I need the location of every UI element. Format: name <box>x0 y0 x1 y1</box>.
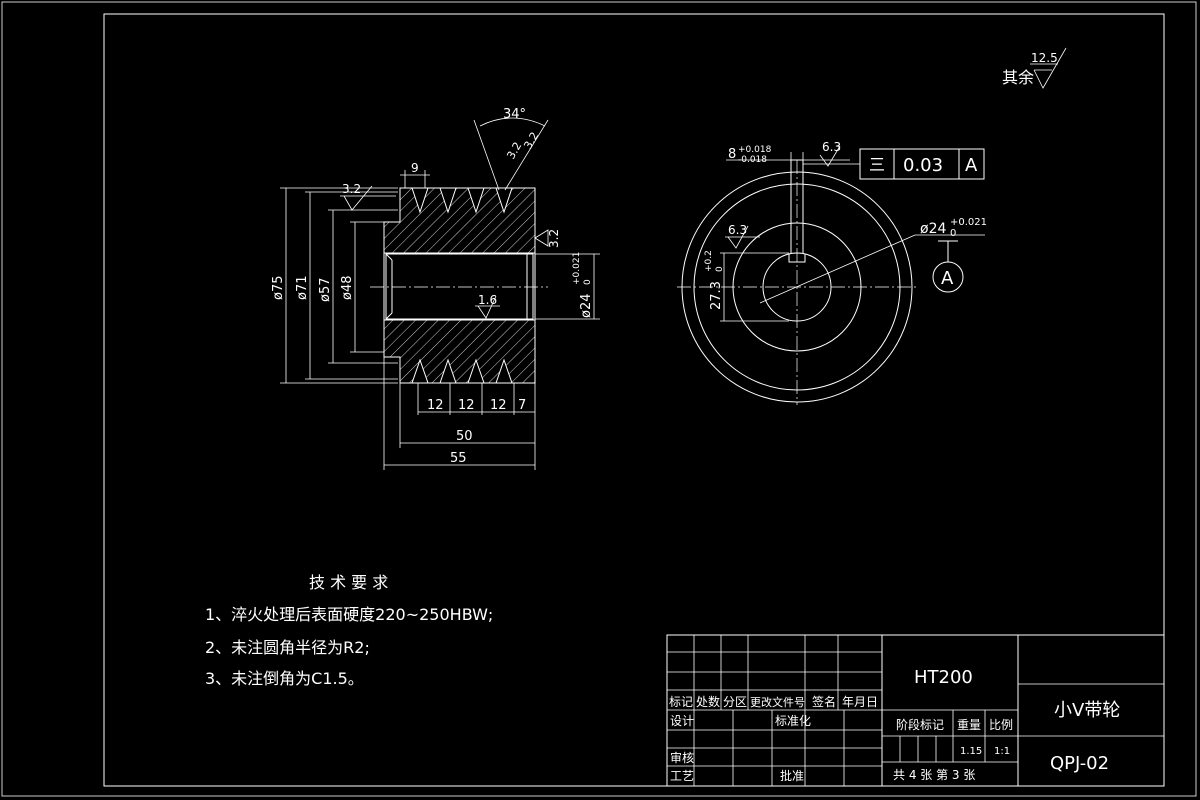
bore-cavity <box>385 253 534 320</box>
rev-header-4: 更改文件号 <box>750 695 805 709</box>
bore-dia-label: ø24 <box>579 294 594 319</box>
datum-letter: A <box>941 268 954 289</box>
tb-process: 工艺 <box>670 769 694 783</box>
dia75-label: ø75 <box>271 276 286 301</box>
tb-material: HT200 <box>914 667 973 688</box>
key-depth-label: 27.3 <box>709 281 724 310</box>
right-rough-label: 3.2 <box>547 229 561 248</box>
inner-frame <box>103 13 1165 787</box>
len55-label: 55 <box>450 451 467 466</box>
rev-header-2: 处数 <box>696 694 720 709</box>
groove-angle-line-a <box>473 119 500 191</box>
general-roughness-note: 其余 12.5 <box>1002 47 1067 89</box>
groove-angle-label: 34° <box>503 107 526 122</box>
rev-header-1: 标记 <box>669 695 693 709</box>
tb-standardize: 标准化 <box>775 714 811 728</box>
groove-angle-line-b <box>504 119 549 191</box>
inner-rough-symbol <box>727 225 749 249</box>
bore-chamfer-left <box>385 253 393 261</box>
pitch-2-label: 12 <box>458 398 475 413</box>
bore-rough-label: 1.6 <box>478 293 497 307</box>
datum-circle <box>932 261 964 293</box>
groove-roughness-b: 3.2 <box>521 130 541 152</box>
top-width-label: 9 <box>411 161 419 175</box>
general-roughness-value: 12.5 <box>1031 51 1058 65</box>
tb-scale-label: 比例 <box>989 718 1013 732</box>
bore-chamfer-left-c <box>385 312 393 320</box>
end-view: 8 +0.018 -0.018 6.3 三 0.03 A 6.3 ø24 +0.… <box>677 140 987 405</box>
keyway-tol-lower: -0.018 <box>738 155 767 165</box>
lower-hatch-area <box>383 319 536 384</box>
end-bore-tol-upper: +0.021 <box>950 217 987 228</box>
title-block: 标记 处数 分区 更改文件号 签名 年月日 设计 标准化 审核 工艺 批准 HT… <box>666 634 1165 787</box>
tb-check: 审核 <box>670 750 694 765</box>
roughness-symbol <box>1033 47 1067 89</box>
tb-weight-value: 1.15 <box>960 746 982 757</box>
title-block-frame <box>666 634 1165 787</box>
keyway-rough-label: 6.3 <box>822 140 841 154</box>
pitch-3-label: 12 <box>490 398 507 413</box>
bore-leader <box>759 234 916 304</box>
groove-angle-arc <box>479 117 546 127</box>
tb-drawing-no: QPJ-02 <box>1050 753 1109 774</box>
tech-item-1: 1、淬火处理后表面硬度220~250HBW; <box>205 605 493 624</box>
left-rough-label: 3.2 <box>342 182 361 196</box>
edge-label: 7 <box>518 398 526 413</box>
pitch-1-label: 12 <box>427 398 444 413</box>
tech-item-3: 3、未注倒角为C1.5。 <box>205 669 364 688</box>
end-bore-dia-label: ø24 <box>920 221 946 237</box>
section-view: 34° 3.2 3.2 9 3.2 3.2 1.6 ø75 ø71 ø57 <box>271 107 600 470</box>
key-depth-tol-upper: +0.2 <box>704 250 714 272</box>
bore-rough-symbol <box>477 295 497 319</box>
rev-header-6: 年月日 <box>842 695 878 709</box>
gdt-value: 0.03 <box>903 155 943 176</box>
dia48-label: ø48 <box>340 276 355 301</box>
keyway-rough-symbol <box>819 145 841 167</box>
tech-title: 技 术 要 求 <box>309 573 388 592</box>
rev-header-5: 签名 <box>812 694 836 709</box>
keyway-width-label: 8 <box>728 147 736 162</box>
tb-sheet-info: 共 4 张 第 3 张 <box>893 768 975 782</box>
len50-label: 50 <box>456 429 473 444</box>
gdt-symbol: 三 <box>869 155 885 174</box>
tb-part-name: 小V带轮 <box>1054 700 1120 721</box>
tech-requirements: 技 术 要 求 1、淬火处理后表面硬度220~250HBW; 2、未注圆角半径为… <box>205 573 493 688</box>
bore-dia-tol-lower: 0 <box>583 279 593 285</box>
right-rough-symbol <box>534 229 549 247</box>
rev-header-3: 分区 <box>723 695 747 709</box>
tech-item-2: 2、未注圆角半径为R2; <box>205 638 370 657</box>
upper-hatch-area <box>383 187 536 254</box>
general-roughness-label: 其余 <box>1002 68 1034 87</box>
key-depth-tol-lower: 0 <box>715 266 725 272</box>
tb-approve: 批准 <box>780 768 804 783</box>
keyway-tol-upper: +0.018 <box>738 145 772 155</box>
tb-stage-mark: 阶段标记 <box>896 717 944 732</box>
inner-rough-label: 6.3 <box>728 223 747 237</box>
dia57-label: ø57 <box>318 278 333 303</box>
gdt-datum: A <box>965 155 978 176</box>
tb-design: 设计 <box>670 714 694 728</box>
dia71-label: ø71 <box>295 276 310 301</box>
tb-weight-label: 重量 <box>957 718 981 732</box>
bore-dia-tol-upper: +0.021 <box>572 252 582 285</box>
tb-scale-value: 1:1 <box>994 746 1010 757</box>
end-bore-tol-lower: 0 <box>950 228 956 239</box>
